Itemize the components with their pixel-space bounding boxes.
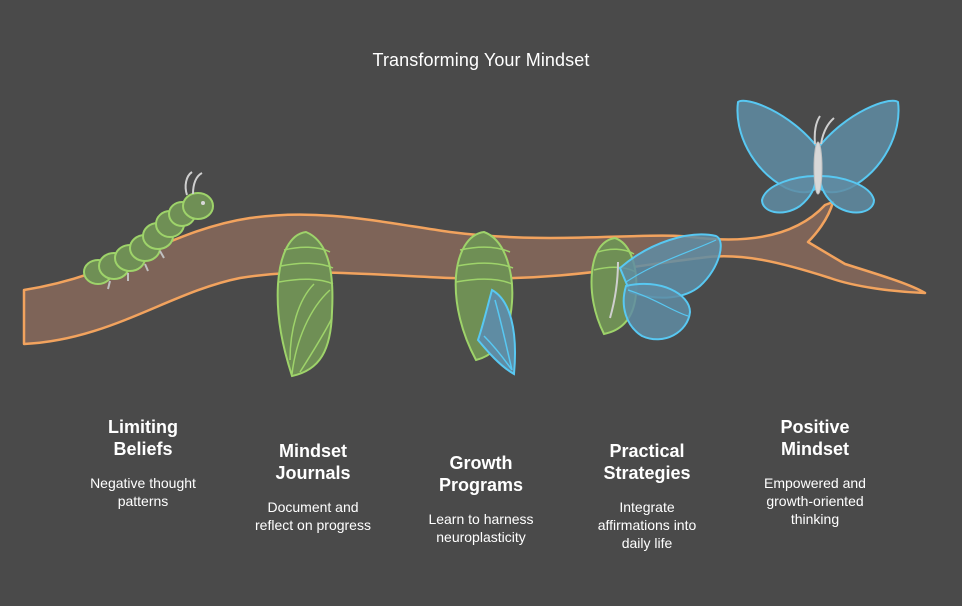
stage-growth-programs: Growth Programs Learn to harness neuropl… — [396, 452, 566, 546]
stage-description-line: affirmations into — [597, 517, 697, 533]
stage-description: Document and reflect on progress — [228, 498, 398, 534]
stage-limiting-beliefs: Limiting Beliefs Negative thought patter… — [58, 416, 228, 510]
stage-description-line: Empowered and — [764, 475, 866, 491]
stage-heading: Practical Strategies — [562, 440, 732, 484]
stage-description-line: Learn to harness — [428, 511, 534, 527]
stage-description-line: patterns — [117, 493, 169, 509]
stage-heading: Mindset Journals — [228, 440, 398, 484]
stage-heading-line: Beliefs — [113, 439, 173, 459]
diagram-title: Transforming Your Mindset — [372, 50, 590, 70]
stage-heading-line: Practical — [609, 441, 685, 461]
stage-description-line: Negative thought — [90, 475, 196, 491]
cocoon-icon — [276, 230, 334, 378]
butterfly-icon — [736, 99, 900, 214]
stage-heading-line: Growth — [449, 453, 513, 473]
stage-description: Negative thought patterns — [58, 474, 228, 510]
stage-description: Learn to harness neuroplasticity — [396, 510, 566, 546]
stage-practical-strategies: Practical Strategies Integrate affirmati… — [562, 440, 732, 552]
stage-heading-line: Strategies — [603, 463, 691, 483]
stage-heading-line: Mindset — [780, 439, 849, 459]
stage-mindset-journals: Mindset Journals Document and reflect on… — [228, 440, 398, 534]
emerging-chrysalis-icon — [454, 230, 516, 376]
stage-description-line: Document and — [267, 499, 359, 515]
stage-description-line: Integrate — [619, 499, 675, 515]
stage-heading: Limiting Beliefs — [58, 416, 228, 460]
stage-description-line: growth-oriented — [766, 493, 864, 509]
stage-heading-line: Programs — [438, 475, 524, 495]
caterpillar-icon — [83, 171, 214, 290]
stage-description-line: daily life — [621, 535, 673, 551]
stage-heading-line: Mindset — [278, 441, 347, 461]
stage-heading: Growth Programs — [396, 452, 566, 496]
stage-heading-line: Journals — [275, 463, 351, 483]
stage-description: Empowered and growth-oriented thinking — [730, 474, 900, 528]
stage-description: Integrate affirmations into daily life — [562, 498, 732, 552]
stage-heading: Positive Mindset — [730, 416, 900, 460]
stage-positive-mindset: Positive Mindset Empowered and growth-or… — [730, 416, 900, 528]
butterfly-emerging-icon — [590, 233, 722, 341]
stage-description-line: neuroplasticity — [436, 529, 526, 545]
stage-heading-line: Limiting — [108, 417, 178, 437]
stage-description-line: reflect on progress — [255, 517, 371, 533]
stage-description-line: thinking — [790, 511, 840, 527]
stage-heading-line: Positive — [780, 417, 850, 437]
